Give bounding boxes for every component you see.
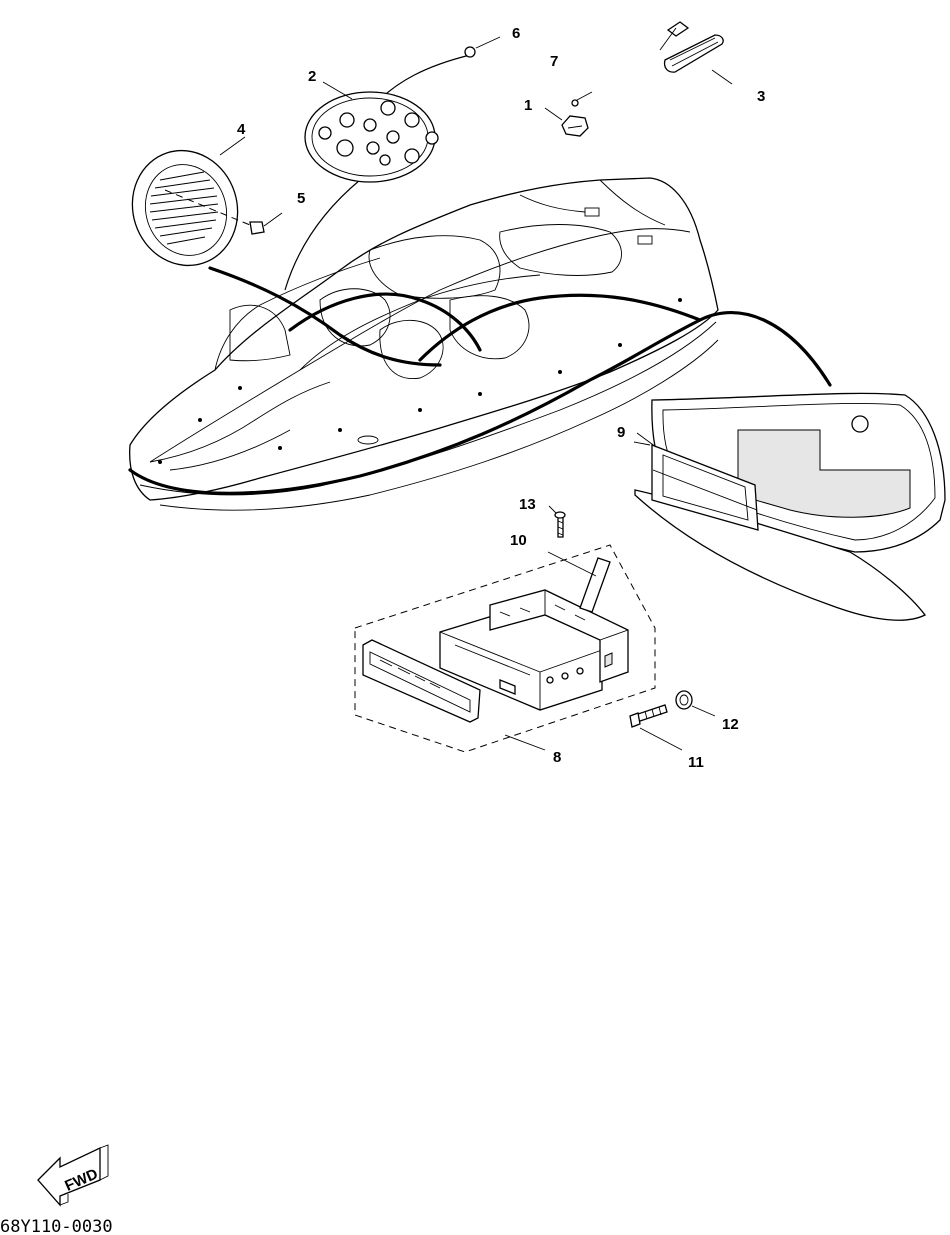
part-12-grommet (675, 690, 716, 717)
part-9-storage-compartment (633, 392, 946, 621)
callout-6: 6 (512, 25, 520, 42)
part-3-sensor-pad (659, 21, 724, 73)
callout-11: 11 (688, 754, 704, 771)
callout-12: 12 (722, 716, 739, 733)
part-5-screw (164, 189, 283, 235)
callout-7: 7 (550, 53, 558, 70)
part-13-screw (548, 505, 566, 538)
callout-4: 4 (237, 121, 246, 138)
part-2-switch-panel (304, 91, 439, 183)
callout-3: 3 (757, 88, 765, 105)
part-10-bracket (547, 551, 611, 613)
part-11-bolt (629, 704, 683, 751)
part-8-stereo-assembly (354, 544, 656, 753)
leader-lines (219, 69, 733, 448)
callout-2: 2 (308, 68, 316, 85)
callout-labels: 1 2 3 4 5 6 7 8 9 10 11 12 13 (237, 25, 765, 771)
part-4-speaker (131, 149, 239, 267)
wiring-harness (128, 54, 832, 495)
callout-8: 8 (553, 749, 561, 766)
part-6-nut (464, 36, 501, 58)
callout-10: 10 (510, 532, 527, 549)
fwd-direction-arrow: FWD (37, 1144, 109, 1207)
callout-1: 1 (524, 97, 532, 114)
callout-5: 5 (297, 190, 305, 207)
drawing-code: 68Y110-0030 (0, 1217, 113, 1235)
part-1-clamp (561, 91, 593, 137)
callout-9: 9 (617, 424, 625, 441)
callout-13: 13 (519, 496, 536, 513)
boat-hull (129, 177, 719, 511)
